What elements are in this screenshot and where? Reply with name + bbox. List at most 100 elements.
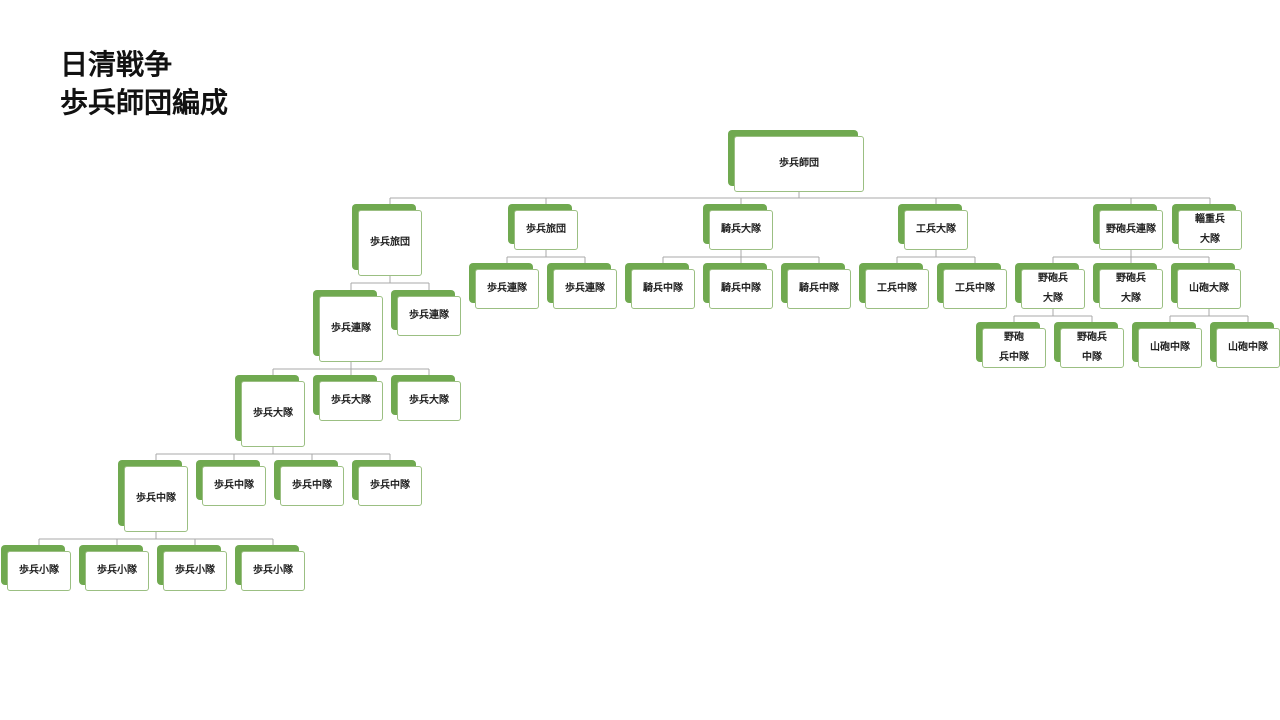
node-card: 歩兵旅団	[514, 210, 578, 250]
org-node-regiment-1: 歩兵連隊	[469, 263, 539, 309]
org-node-cavalry-company-3: 騎兵中隊	[781, 263, 851, 309]
org-node-mountain-artillery-battalion: 山砲大隊	[1171, 263, 1241, 309]
node-card: 歩兵中隊	[358, 466, 422, 506]
node-card: 歩兵小隊	[85, 551, 149, 591]
node-label: 工兵中隊	[877, 283, 917, 294]
node-label: 歩兵大隊	[253, 408, 293, 419]
node-card: 歩兵師団	[734, 136, 864, 192]
node-card: 歩兵大隊	[397, 381, 461, 421]
node-card: 歩兵大隊	[319, 381, 383, 421]
node-label: 輜重兵	[1195, 214, 1225, 225]
org-node-cavalry-battalion: 騎兵大隊	[703, 204, 773, 250]
org-node-engineer-company-1: 工兵中隊	[859, 263, 929, 309]
org-node-company-1: 歩兵中隊	[118, 460, 188, 532]
node-card: 歩兵大隊	[241, 381, 305, 447]
node-label: 歩兵中隊	[214, 480, 254, 491]
node-label: 騎兵中隊	[643, 283, 683, 294]
org-node-brigade-2: 歩兵旅団	[508, 204, 578, 250]
org-node-company-2: 歩兵中隊	[196, 460, 266, 506]
org-node-engineer-company-2: 工兵中隊	[937, 263, 1007, 309]
org-node-mountain-artillery-company-2: 山砲中隊	[1210, 322, 1280, 368]
org-node-platoon-3: 歩兵小隊	[157, 545, 227, 591]
node-label: 野砲兵	[1038, 273, 1068, 284]
org-node-battalion-1: 歩兵大隊	[235, 375, 305, 447]
org-node-regiment-2: 歩兵連隊	[547, 263, 617, 309]
org-node-transport-battalion: 輜重兵大隊	[1172, 204, 1242, 250]
org-node-regiment-4: 歩兵連隊	[391, 290, 461, 336]
org-node-platoon-4: 歩兵小隊	[235, 545, 305, 591]
node-label: 歩兵旅団	[370, 237, 410, 248]
node-label: 山砲中隊	[1228, 342, 1268, 353]
node-card: 騎兵大隊	[709, 210, 773, 250]
org-node-battalion-3: 歩兵大隊	[391, 375, 461, 421]
node-label: 歩兵連隊	[565, 283, 605, 294]
node-label: 野砲兵	[1077, 332, 1107, 343]
node-card: 工兵中隊	[943, 269, 1007, 309]
node-label: 大隊	[1121, 293, 1141, 304]
org-node-brigade-1: 歩兵旅団	[352, 204, 422, 276]
node-card: 歩兵中隊	[280, 466, 344, 506]
org-node-cavalry-company-2: 騎兵中隊	[703, 263, 773, 309]
node-label: 歩兵連隊	[409, 310, 449, 321]
org-node-regiment-3: 歩兵連隊	[313, 290, 383, 362]
node-label: 歩兵小隊	[19, 565, 59, 576]
node-label: 騎兵中隊	[799, 283, 839, 294]
title-line-1: 日清戦争	[60, 48, 173, 81]
node-card: 歩兵連隊	[475, 269, 539, 309]
org-node-mountain-artillery-company-1: 山砲中隊	[1132, 322, 1202, 368]
node-label: 野砲兵	[1116, 273, 1146, 284]
org-node-field-artillery-company-2: 野砲兵中隊	[1054, 322, 1124, 368]
node-label: 大隊	[1043, 293, 1063, 304]
node-card: 野砲兵大隊	[1099, 269, 1163, 309]
org-node-platoon-2: 歩兵小隊	[79, 545, 149, 591]
org-node-company-3: 歩兵中隊	[274, 460, 344, 506]
node-label: 歩兵小隊	[175, 565, 215, 576]
org-node-field-artillery-regiment: 野砲兵連隊	[1093, 204, 1163, 250]
node-card: 歩兵連隊	[397, 296, 461, 336]
node-card: 歩兵小隊	[241, 551, 305, 591]
node-label: 山砲大隊	[1189, 283, 1229, 294]
node-card: 歩兵旅団	[358, 210, 422, 276]
org-node-division: 歩兵師団	[728, 130, 864, 192]
node-label: 野砲兵連隊	[1106, 224, 1156, 235]
org-node-field-artillery-company-1: 野砲兵中隊	[976, 322, 1046, 368]
node-label: 工兵中隊	[955, 283, 995, 294]
node-card: 歩兵中隊	[124, 466, 188, 532]
node-label: 歩兵連隊	[331, 323, 371, 334]
node-label: 中隊	[1082, 352, 1102, 363]
node-label: 歩兵中隊	[292, 480, 332, 491]
node-label: 山砲中隊	[1150, 342, 1190, 353]
node-card: 山砲大隊	[1177, 269, 1241, 309]
diagram-title: 日清戦争 歩兵師団編成	[60, 46, 228, 122]
node-card: 野砲兵中隊	[1060, 328, 1124, 368]
node-label: 歩兵大隊	[409, 395, 449, 406]
node-card: 輜重兵大隊	[1178, 210, 1242, 250]
node-label: 騎兵大隊	[721, 224, 761, 235]
org-node-field-artillery-battalion-1: 野砲兵大隊	[1015, 263, 1085, 309]
node-card: 歩兵連隊	[553, 269, 617, 309]
node-card: 野砲兵連隊	[1099, 210, 1163, 250]
node-card: 野砲兵大隊	[1021, 269, 1085, 309]
node-label: 歩兵連隊	[487, 283, 527, 294]
node-card: 歩兵小隊	[163, 551, 227, 591]
org-node-platoon-1: 歩兵小隊	[1, 545, 71, 591]
node-card: 騎兵中隊	[787, 269, 851, 309]
node-label: 野砲	[1004, 332, 1024, 343]
org-node-cavalry-company-1: 騎兵中隊	[625, 263, 695, 309]
node-card: 騎兵中隊	[631, 269, 695, 309]
node-label: 兵中隊	[999, 352, 1029, 363]
node-card: 工兵大隊	[904, 210, 968, 250]
node-label: 歩兵師団	[779, 158, 819, 169]
node-label: 騎兵中隊	[721, 283, 761, 294]
node-label: 歩兵旅団	[526, 224, 566, 235]
title-line-2: 歩兵師団編成	[60, 86, 229, 119]
node-label: 歩兵小隊	[97, 565, 137, 576]
node-label: 大隊	[1200, 234, 1220, 245]
node-label: 歩兵小隊	[253, 565, 293, 576]
node-card: 歩兵中隊	[202, 466, 266, 506]
org-node-battalion-2: 歩兵大隊	[313, 375, 383, 421]
node-label: 歩兵大隊	[331, 395, 371, 406]
org-node-field-artillery-battalion-2: 野砲兵大隊	[1093, 263, 1163, 309]
node-card: 山砲中隊	[1216, 328, 1280, 368]
